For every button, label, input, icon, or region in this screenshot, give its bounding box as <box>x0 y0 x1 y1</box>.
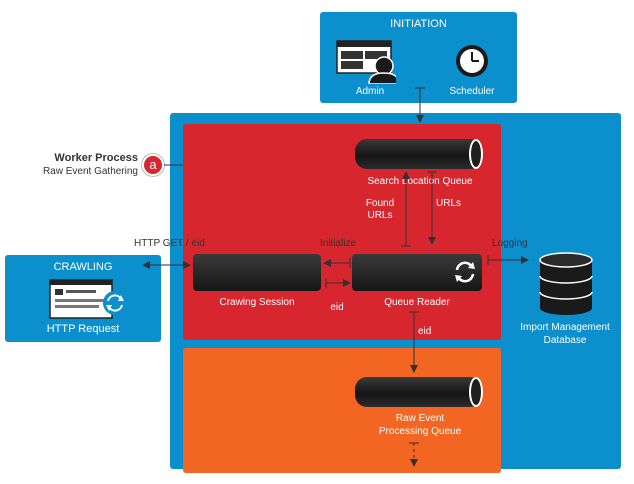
browser-refresh-icon[interactable] <box>49 279 133 323</box>
found-urls-label-line2: URLs <box>367 210 393 221</box>
initiation-title: INITIATION <box>390 18 447 30</box>
initialize-label: Initialize <box>320 238 357 249</box>
badge-a: a <box>142 154 164 176</box>
worker-process-subtitle: Raw Event Gathering <box>42 166 138 177</box>
search-location-queue[interactable] <box>355 139 483 169</box>
eid-queue-label: eid <box>418 326 432 337</box>
crawling-panel: CRAWLING HTTP Request <box>5 255 161 342</box>
crawing-session-box[interactable] <box>193 254 321 291</box>
search-location-queue-label: Search Location Queue <box>367 176 473 187</box>
worker-process-title: Worker Process <box>54 152 138 164</box>
urls-label: URLs <box>436 198 462 209</box>
admin-label: Admin <box>355 86 385 97</box>
refresh-icon <box>451 258 479 286</box>
eid-session-label: eid <box>330 302 344 313</box>
raw-event-processing-queue[interactable] <box>355 377 483 407</box>
logging-label: Logging <box>492 238 528 249</box>
admin-icon[interactable] <box>336 40 400 85</box>
clock-icon[interactable] <box>454 43 490 79</box>
queue-reader-box[interactable] <box>352 254 482 291</box>
initiation-panel: INITIATION Admin Scheduler <box>320 12 517 103</box>
database-icon[interactable] <box>538 252 594 316</box>
http-request-label: HTTP Request <box>46 323 120 335</box>
crawling-title: CRAWLING <box>53 261 113 273</box>
http-get-label: HTTP GET / eid <box>134 238 205 249</box>
badge-label: a <box>149 157 157 172</box>
raw-event-queue-label-line1: Raw Event <box>395 413 445 424</box>
database-label-line1: Import Management <box>520 322 610 333</box>
found-urls-label-line1: Found <box>365 198 395 209</box>
database-label-line2: Database <box>543 335 587 346</box>
raw-event-panel <box>183 348 501 473</box>
scheduler-label: Scheduler <box>449 86 495 97</box>
raw-event-queue-label-line2: Processing Queue <box>378 426 462 437</box>
queue-reader-label: Queue Reader <box>384 297 450 308</box>
crawing-session-label: Crawing Session <box>219 297 295 308</box>
